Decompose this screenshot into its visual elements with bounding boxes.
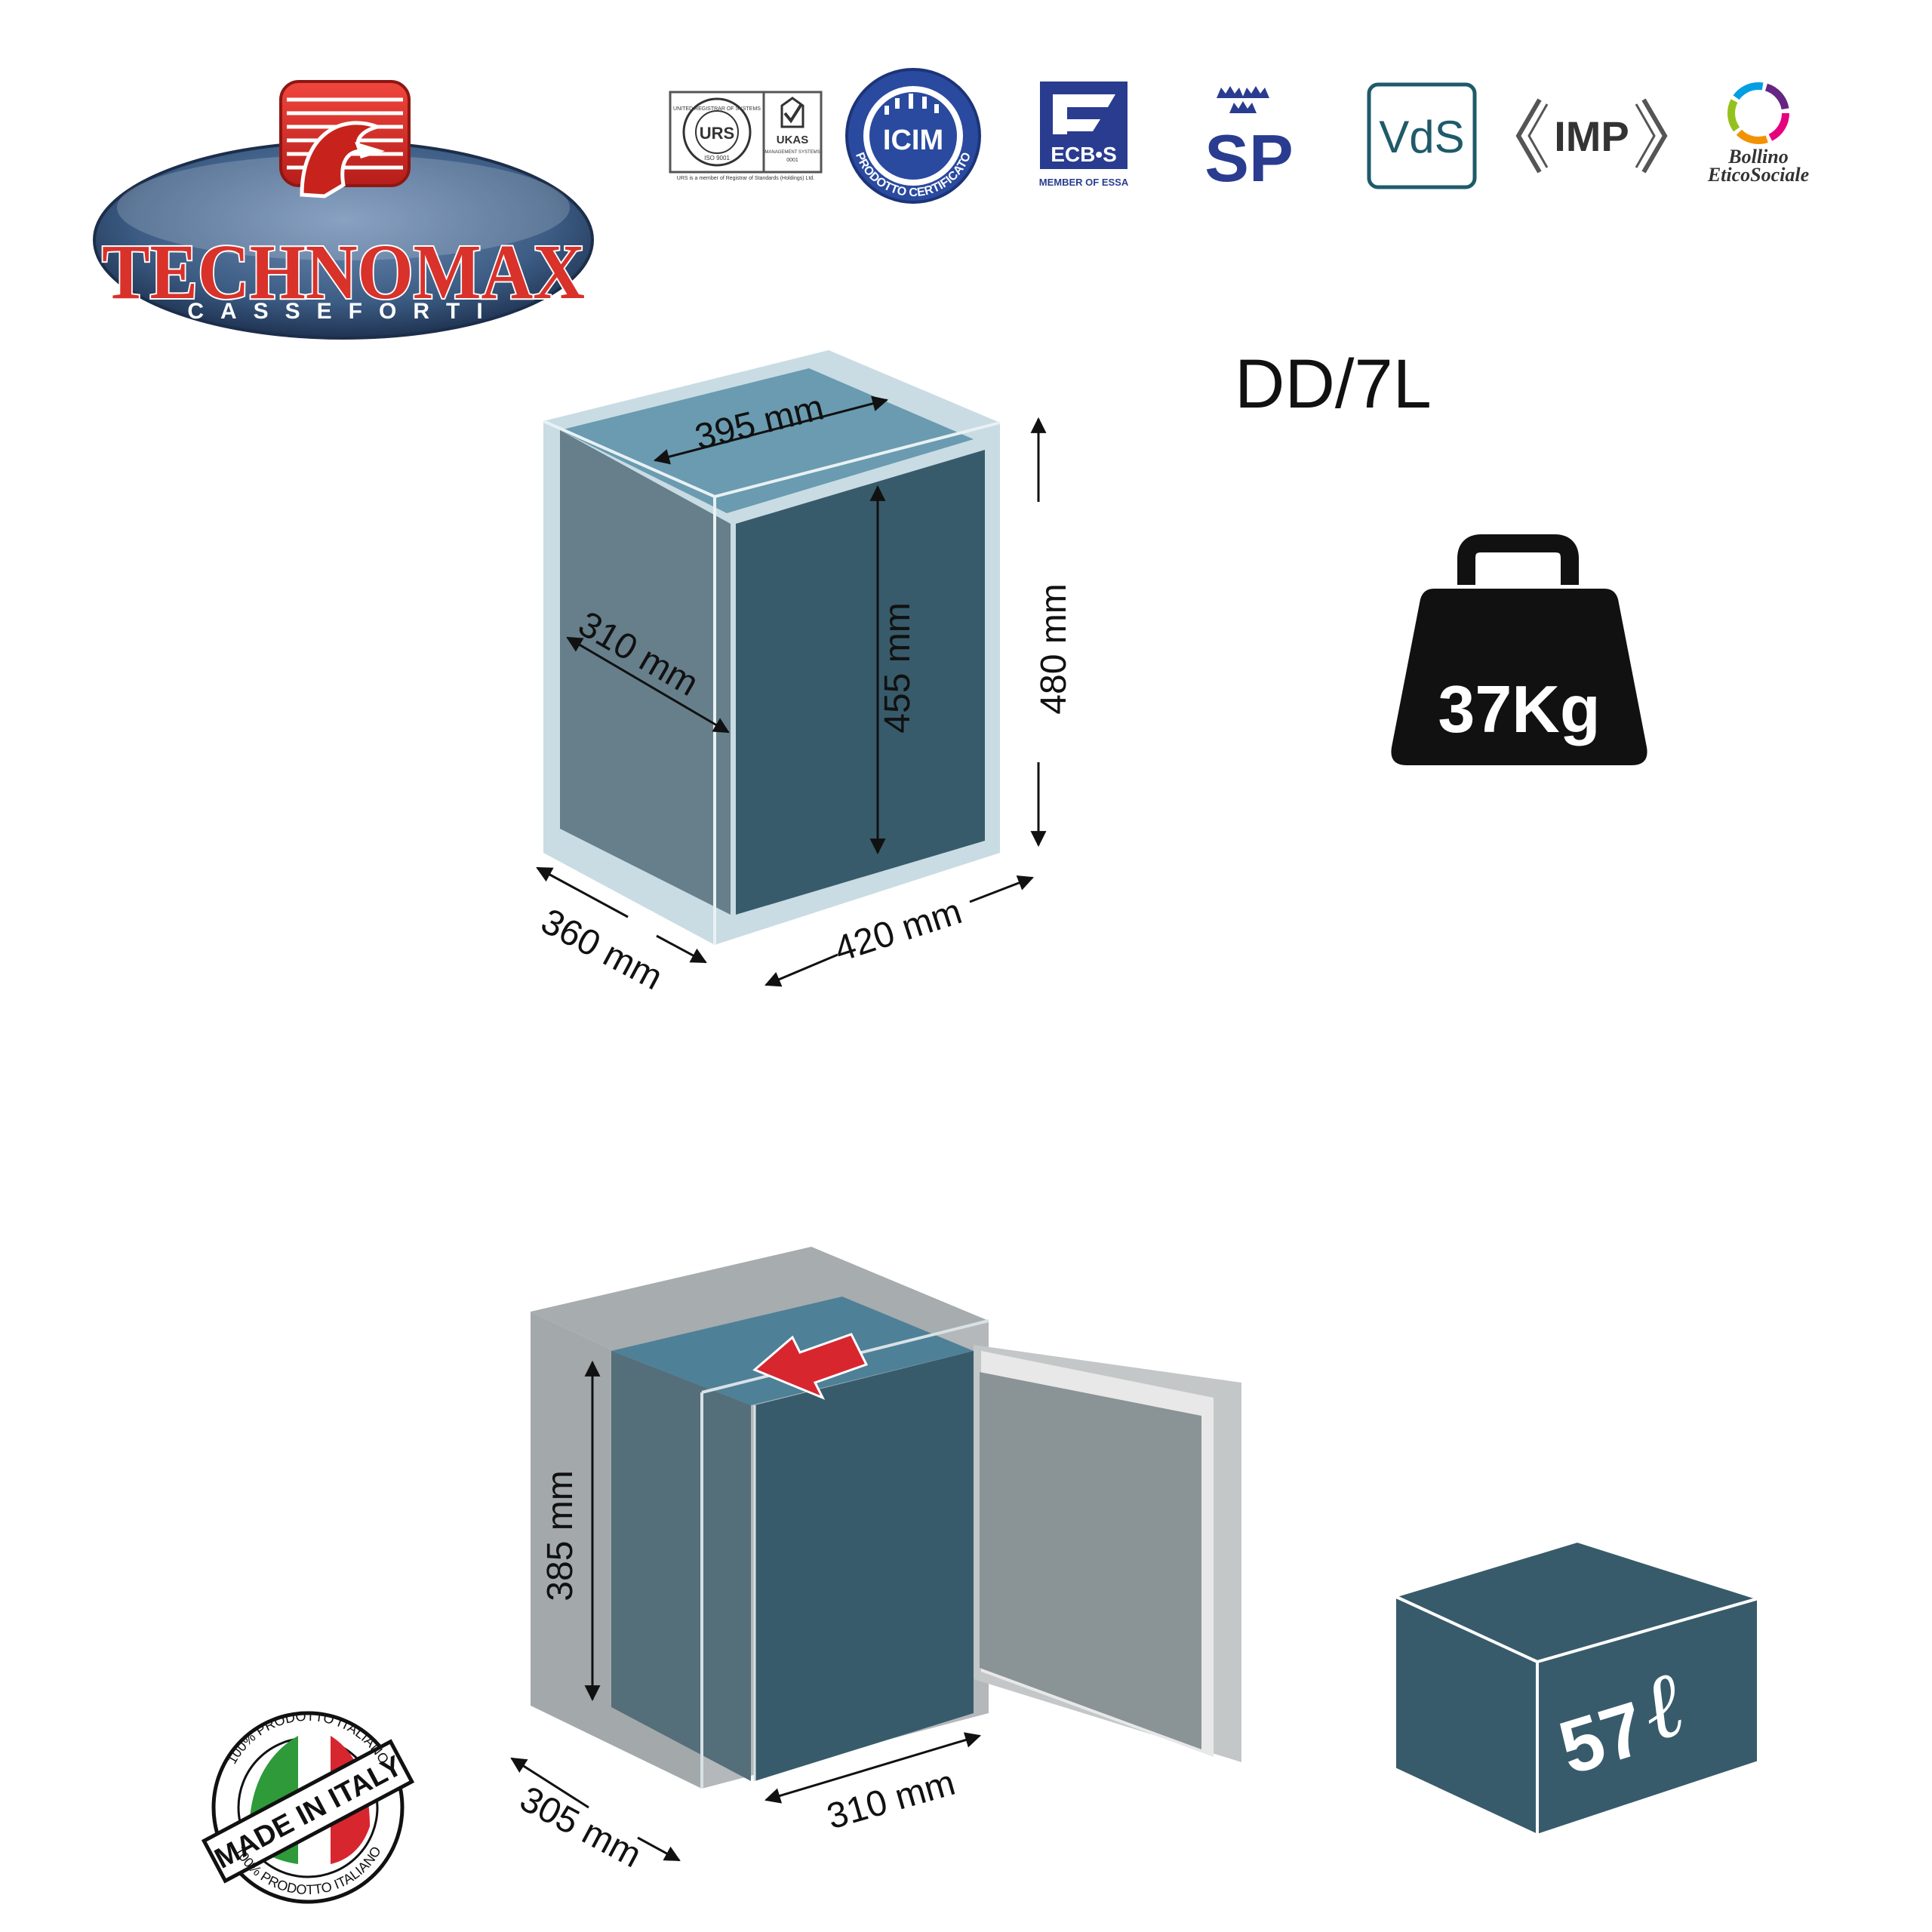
made-in-italy-seal: MADE IN ITALY 100% PRODOTTO ITALIANO 100…: [201, 1709, 415, 1904]
urs-seal-bottom: ISO 9001: [704, 155, 730, 162]
compartment-front: [755, 1351, 974, 1781]
ecbs-member: MEMBER OF ESSA: [1039, 177, 1129, 188]
dim-width: 420 mm: [830, 891, 967, 970]
dim-inner-height: 455 mm: [878, 602, 918, 733]
urs-seal-top: UNITED REGISTRAR OF SYSTEMS: [673, 106, 761, 112]
urs-seal-center: URS: [700, 124, 734, 143]
icim-badge: ICIM PRODOTTO CERTIFICATO: [845, 68, 981, 204]
sp-name: SP: [1204, 121, 1293, 195]
dim-height: 480 mm: [1034, 583, 1074, 714]
ukas-sub: MANAGEMENT SYSTEMS: [764, 150, 820, 155]
urs-ukas-badge: URS UNITED REGISTRAR OF SYSTEMS ISO 9001…: [669, 91, 823, 181]
weight-icon: [1391, 534, 1647, 765]
icim-name: ICIM: [883, 125, 943, 156]
bollino-swirl-icon: [1727, 82, 1789, 144]
brand-logo: TECHNOMAX CASSEFORTI: [93, 80, 594, 340]
bollino-line2: EticoSociale: [1707, 164, 1809, 186]
volume-box-icon: [1390, 1539, 1764, 1838]
bollino-line1: Bollino: [1727, 146, 1788, 168]
imp-name: IMP: [1554, 112, 1629, 160]
icim-star-icon: [884, 94, 939, 115]
ukas-label: UKAS: [777, 134, 809, 146]
ukas-code: 0001: [786, 158, 798, 163]
certification-badges: URS UNITED REGISTRAR OF SYSTEMS ISO 9001…: [669, 68, 1809, 204]
eagle-emblem-icon: [279, 80, 411, 198]
vds-badge: VdS: [1367, 82, 1477, 189]
interior-safe-diagram: [531, 1247, 1241, 1789]
interior-dimension-lines: [510, 1360, 982, 1862]
exterior-dimension-lines: [536, 395, 1047, 987]
urs-footnote: URS is a member of Registrar of Standard…: [677, 176, 815, 181]
dim-depth: 360 mm: [534, 901, 669, 998]
imp-badge: IMP: [1515, 98, 1668, 174]
dim-interior-height: 385 mm: [540, 1470, 580, 1601]
sp-badge: SP: [1204, 86, 1294, 195]
weight-label: 37Kg: [1438, 672, 1600, 746]
ecbs-name: ECB•S: [1051, 143, 1117, 166]
dim-interior-depth: 305 mm: [513, 1779, 648, 1875]
safe-front: [736, 450, 985, 915]
door-panel: [980, 1372, 1201, 1749]
compartment-side: [611, 1351, 751, 1781]
ecbs-badge: ECB•S MEMBER OF ESSA: [1039, 82, 1129, 188]
crowns-icon: [1217, 86, 1269, 113]
exterior-safe-diagram: [543, 350, 1001, 945]
model-name: DD/7L: [1235, 346, 1432, 423]
vds-name: VdS: [1379, 112, 1464, 162]
dim-interior-width: 310 mm: [823, 1763, 959, 1838]
brand-subtitle: CASSEFORTI: [187, 299, 499, 324]
insert-direction-arrow-icon: [752, 1333, 869, 1400]
brand-name: TECHNOMAX: [102, 229, 585, 315]
bollino-badge: Bollino EticoSociale: [1707, 82, 1809, 186]
